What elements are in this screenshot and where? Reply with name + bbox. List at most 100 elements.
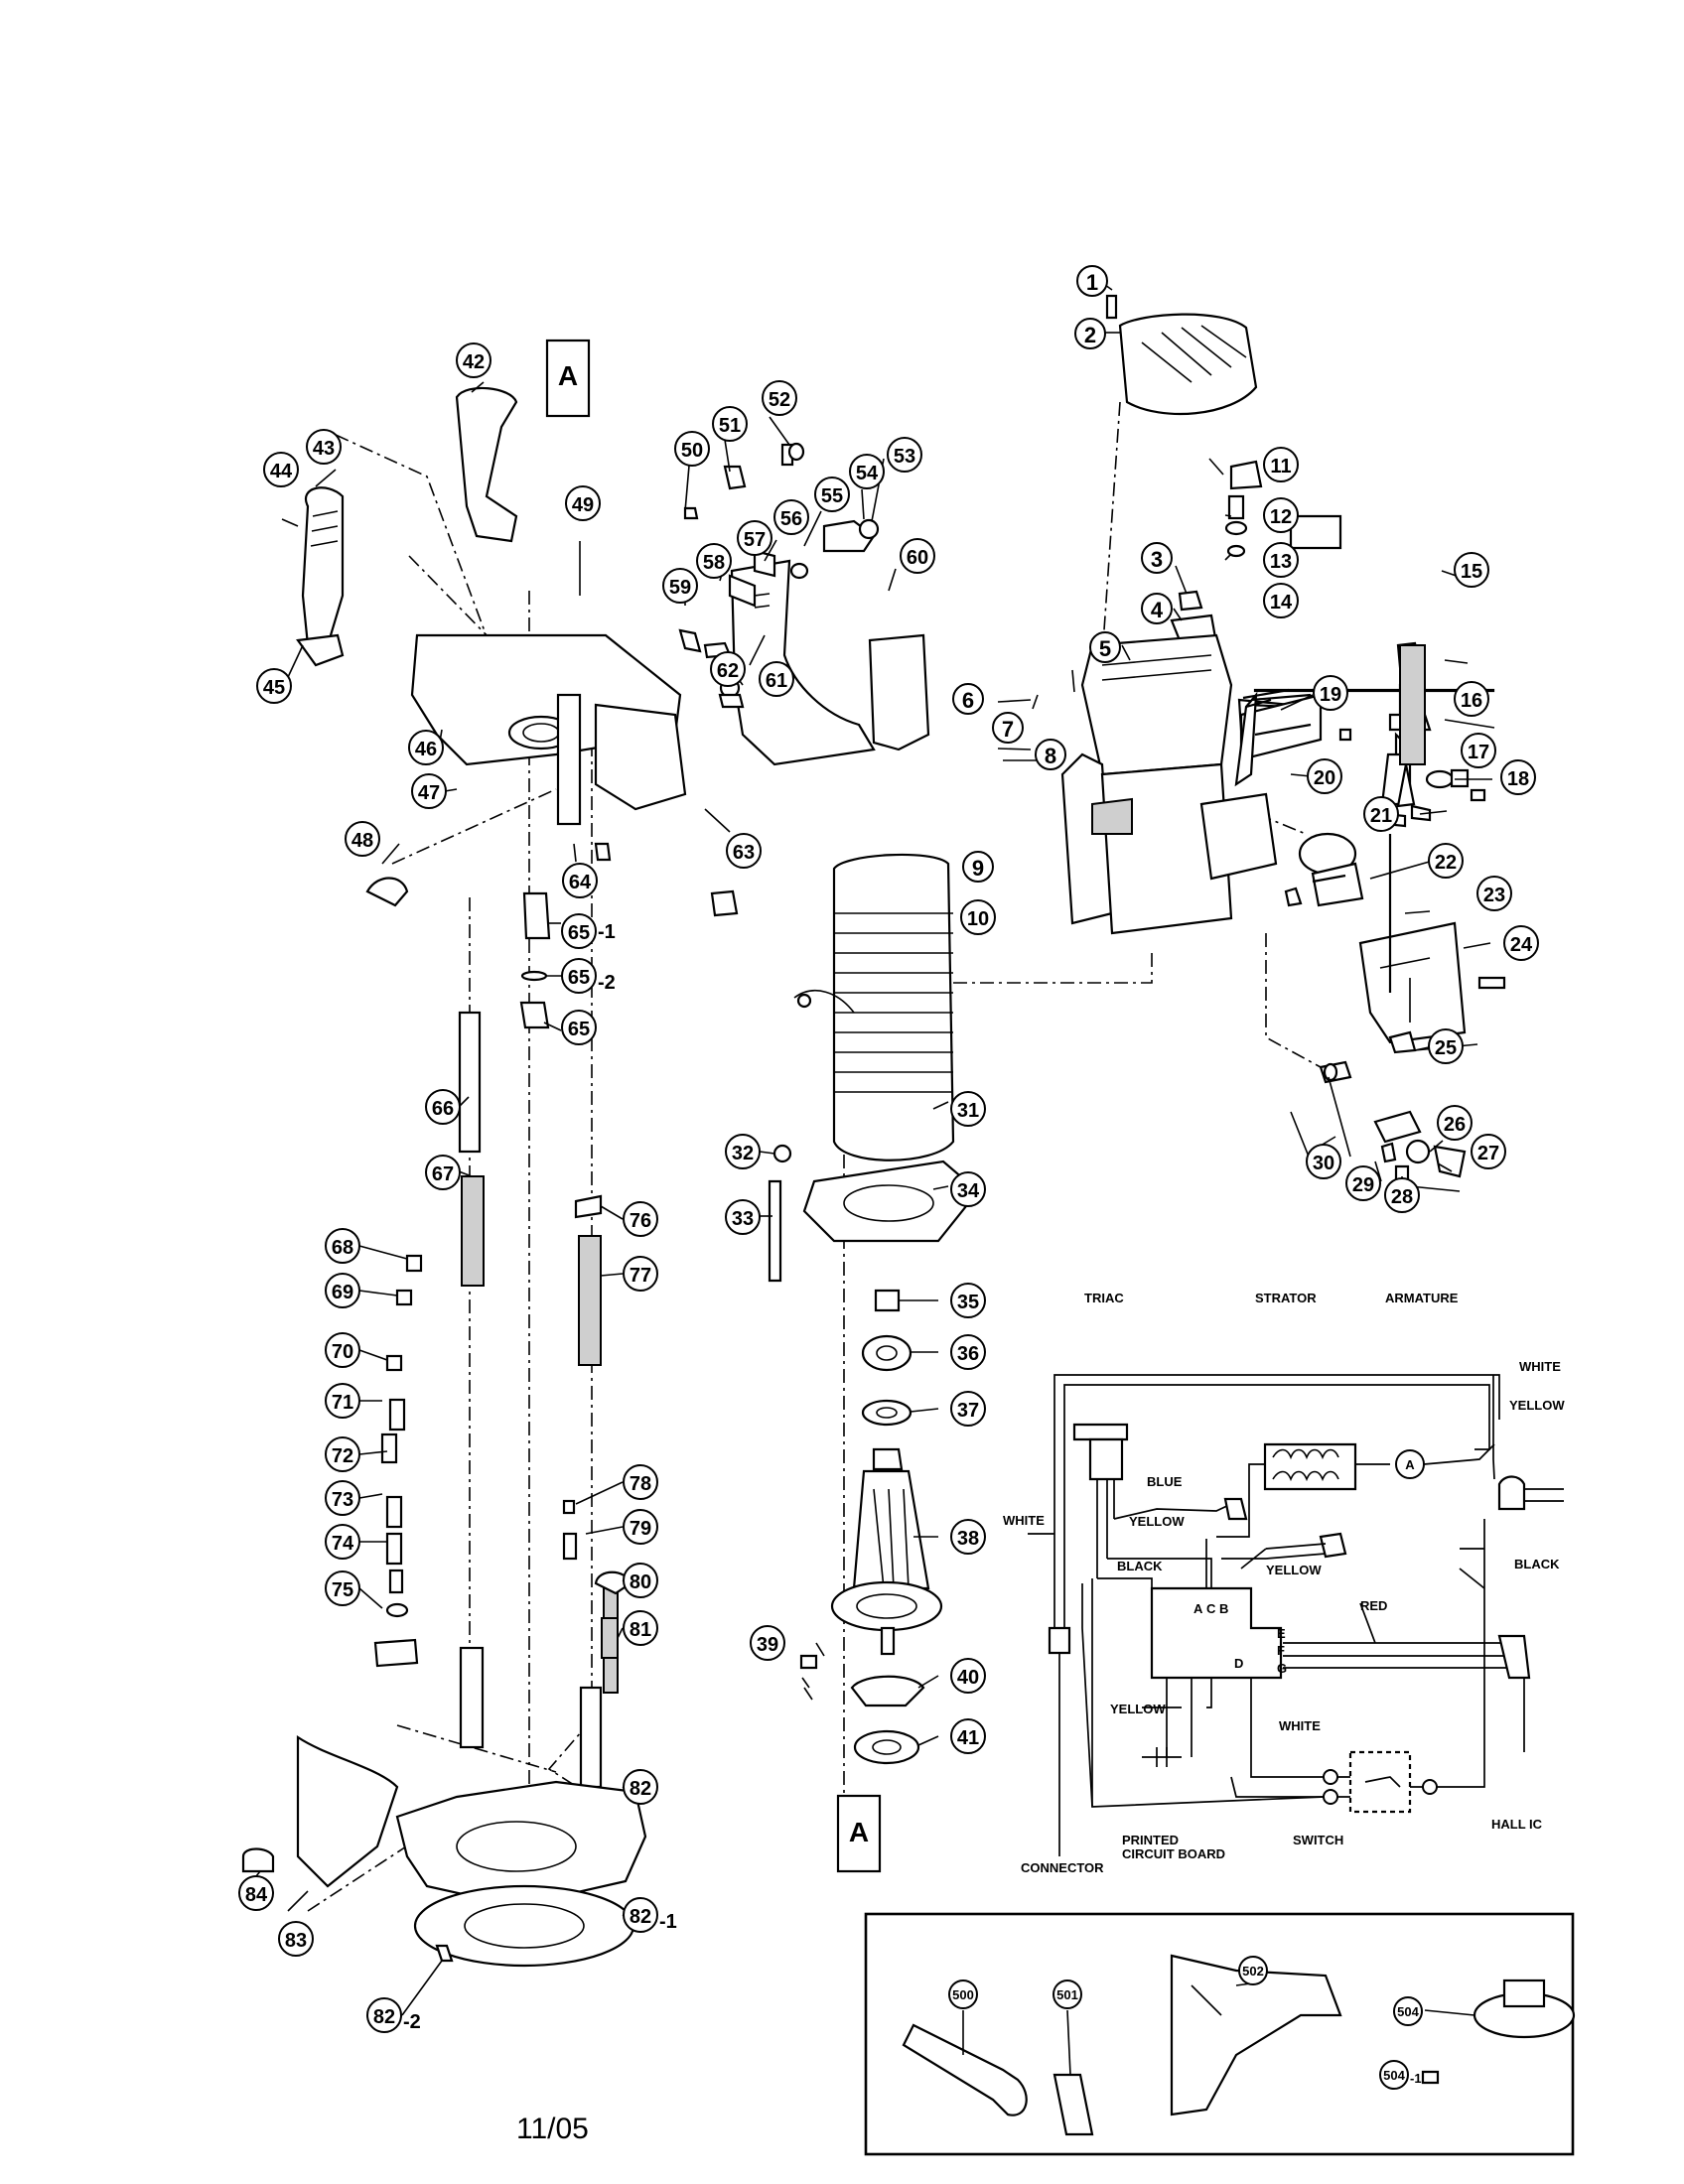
svg-text:83: 83 [285, 1930, 307, 1952]
svg-text:56: 56 [780, 508, 802, 530]
callout-65-1: 65-1 [561, 913, 616, 949]
footer-date: 11/05 [516, 2113, 589, 2145]
svg-text:31: 31 [957, 1100, 979, 1122]
svg-text:16: 16 [1461, 690, 1482, 712]
callout-40: 40 [950, 1658, 986, 1694]
wire-label-yellow-bottom: YELLOW [1110, 1702, 1166, 1716]
svg-text:79: 79 [630, 1518, 651, 1540]
callout-1: 1 [1076, 265, 1108, 297]
svg-text:47: 47 [418, 782, 440, 804]
svg-text:33: 33 [732, 1208, 754, 1230]
section-marker-bottom: A [836, 1794, 882, 1873]
callout-9: 9 [962, 851, 994, 883]
callout-51: 51 [712, 406, 748, 442]
svg-text:-1: -1 [598, 921, 616, 943]
callout-36: 36 [950, 1334, 986, 1370]
svg-text:36: 36 [957, 1343, 979, 1365]
svg-text:10: 10 [967, 908, 989, 930]
svg-text:12: 12 [1270, 506, 1292, 528]
wire-label-yellow-top: YELLOW [1509, 1398, 1565, 1413]
callout-17: 17 [1461, 733, 1496, 768]
wiring-diagram: TRIAC STRATOR ARMATURE A [1003, 1291, 1565, 1875]
svg-text:20: 20 [1314, 767, 1335, 789]
callout-34: 34 [950, 1171, 986, 1207]
callout-49: 49 [565, 485, 601, 521]
callout-31: 31 [950, 1091, 986, 1127]
callout-75: 75 [325, 1570, 360, 1606]
svg-text:18: 18 [1507, 768, 1529, 790]
callout-26: 26 [1437, 1105, 1473, 1141]
component-label-switch: SWITCH [1293, 1833, 1343, 1847]
callout-504-1: 504-1 [1379, 2060, 1422, 2090]
callout-29: 29 [1345, 1165, 1381, 1201]
svg-text:61: 61 [766, 670, 787, 692]
svg-text:43: 43 [313, 438, 335, 460]
callout-2: 2 [1074, 318, 1106, 349]
svg-text:3: 3 [1151, 547, 1163, 572]
callout-35: 35 [950, 1283, 986, 1318]
terminal-f: F [1277, 1643, 1285, 1658]
svg-text:1: 1 [1086, 270, 1098, 295]
svg-text:77: 77 [630, 1265, 651, 1287]
svg-text:84: 84 [245, 1884, 268, 1906]
callout-22: 22 [1428, 843, 1464, 879]
svg-text:48: 48 [351, 830, 373, 852]
svg-text:53: 53 [894, 446, 915, 468]
callout-21: 21 [1363, 796, 1399, 832]
callout-69: 69 [325, 1273, 360, 1308]
callout-39: 39 [750, 1625, 785, 1661]
svg-text:4: 4 [1151, 598, 1164, 622]
callout-64: 64 [562, 863, 598, 898]
svg-text:34: 34 [957, 1180, 980, 1202]
wire-label-white-bottom: WHITE [1279, 1718, 1321, 1733]
callout-73: 73 [325, 1480, 360, 1516]
callout-4: 4 [1141, 593, 1173, 624]
callout-16: 16 [1454, 681, 1489, 717]
svg-text:-1: -1 [659, 1911, 677, 1933]
callout-13: 13 [1263, 542, 1299, 578]
svg-text:40: 40 [957, 1667, 979, 1689]
wire-label-black-right: BLACK [1514, 1557, 1560, 1571]
callout-41: 41 [950, 1718, 986, 1754]
svg-text:82: 82 [630, 1778, 651, 1800]
part-drawing-motor-housing [1060, 294, 1506, 1188]
svg-text:73: 73 [332, 1489, 353, 1511]
svg-text:5: 5 [1099, 636, 1111, 661]
callout-82-1: 82-1 [623, 1897, 677, 1933]
svg-text:502: 502 [1242, 1964, 1264, 1979]
callout-79: 79 [623, 1509, 658, 1545]
callout-77: 77 [623, 1256, 658, 1292]
callout-27: 27 [1471, 1134, 1506, 1169]
callout-15: 15 [1454, 552, 1489, 588]
svg-text:54: 54 [856, 463, 879, 484]
wire-label-red: RED [1360, 1598, 1387, 1613]
callout-37: 37 [950, 1391, 986, 1427]
callout-57: 57 [737, 520, 772, 556]
callout-65-2: 65-2 [561, 958, 616, 994]
component-label-connector: CONNECTOR [1021, 1860, 1104, 1875]
wire-label-black-left: BLACK [1117, 1559, 1163, 1573]
svg-text:58: 58 [703, 552, 725, 574]
callout-43: 43 [306, 429, 342, 465]
svg-text:17: 17 [1468, 742, 1489, 763]
terminal-d: D [1234, 1656, 1243, 1671]
svg-text:82: 82 [373, 2006, 395, 2028]
callout-68: 68 [325, 1228, 360, 1264]
svg-text:504: 504 [1397, 2004, 1419, 2019]
svg-text:8: 8 [1045, 744, 1056, 768]
callout-8: 8 [1035, 739, 1066, 770]
callout-501: 501 [1052, 1979, 1082, 2009]
callout-52: 52 [762, 380, 797, 416]
callout-72: 72 [325, 1436, 360, 1472]
callout-48: 48 [345, 821, 380, 857]
svg-text:35: 35 [957, 1292, 979, 1313]
svg-text:25: 25 [1435, 1037, 1457, 1059]
wiring-header-armature: ARMATURE [1385, 1291, 1459, 1305]
terminal-e: E [1277, 1626, 1286, 1641]
callout-50: 50 [674, 431, 710, 467]
svg-text:65: 65 [568, 967, 590, 989]
svg-text:501: 501 [1056, 1987, 1078, 2002]
callout-25: 25 [1428, 1028, 1464, 1064]
callout-18: 18 [1500, 759, 1536, 795]
